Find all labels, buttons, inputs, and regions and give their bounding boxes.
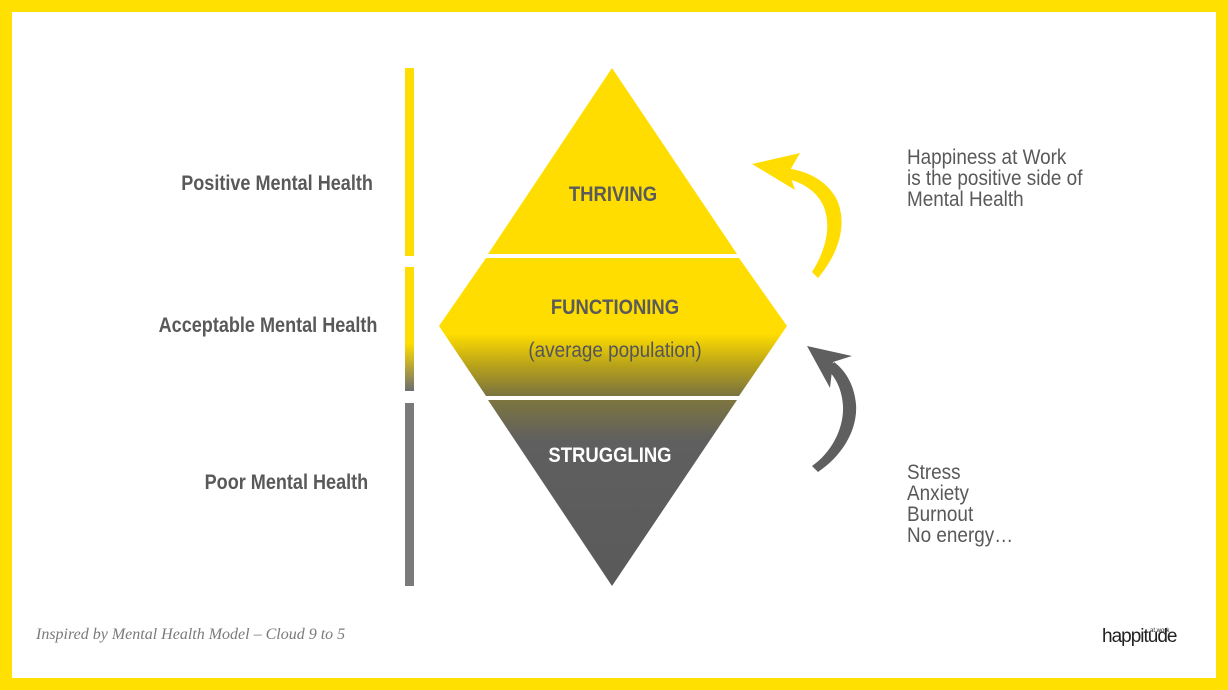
note-negative-line: No energy… — [907, 524, 1014, 547]
diamond-sublabel-functioning: (average population) — [528, 339, 701, 362]
brand-logo: happitude — [1102, 626, 1177, 647]
note-positive: Happiness at Work is the positive side o… — [907, 147, 1082, 210]
diamond-label-thriving: THRIVING — [569, 183, 657, 206]
note-negative-line: Stress — [907, 461, 961, 484]
level-bar-poor — [405, 403, 414, 586]
diamond-label-functioning: FUNCTIONING — [551, 296, 679, 319]
diamond-thriving — [488, 68, 737, 254]
diamond-functioning — [439, 258, 787, 396]
note-positive-line: Happiness at Work — [907, 146, 1067, 169]
arrow-up-icon — [752, 153, 842, 278]
level-bar-positive — [405, 68, 414, 256]
brand-logo-tagline: at work — [1150, 628, 1170, 634]
credit-text: Inspired by Mental Health Model – Cloud … — [36, 626, 346, 643]
note-negative-line: Burnout — [907, 503, 974, 526]
level-label-positive: Positive Mental Health — [181, 172, 373, 195]
level-label-poor: Poor Mental Health — [204, 471, 368, 494]
note-positive-line: Mental Health — [907, 188, 1024, 211]
level-label-acceptable: Acceptable Mental Health — [158, 314, 377, 337]
note-positive-line: is the positive side of — [907, 167, 1083, 190]
arrow-curve-icon — [807, 346, 857, 472]
level-bar-acceptable — [405, 267, 414, 391]
diamond-label-struggling: STRUGGLING — [548, 444, 671, 467]
note-negative-line: Anxiety — [907, 482, 969, 505]
note-negative: Stress Anxiety Burnout No energy… — [907, 462, 1013, 546]
diamond-struggling — [488, 400, 737, 586]
